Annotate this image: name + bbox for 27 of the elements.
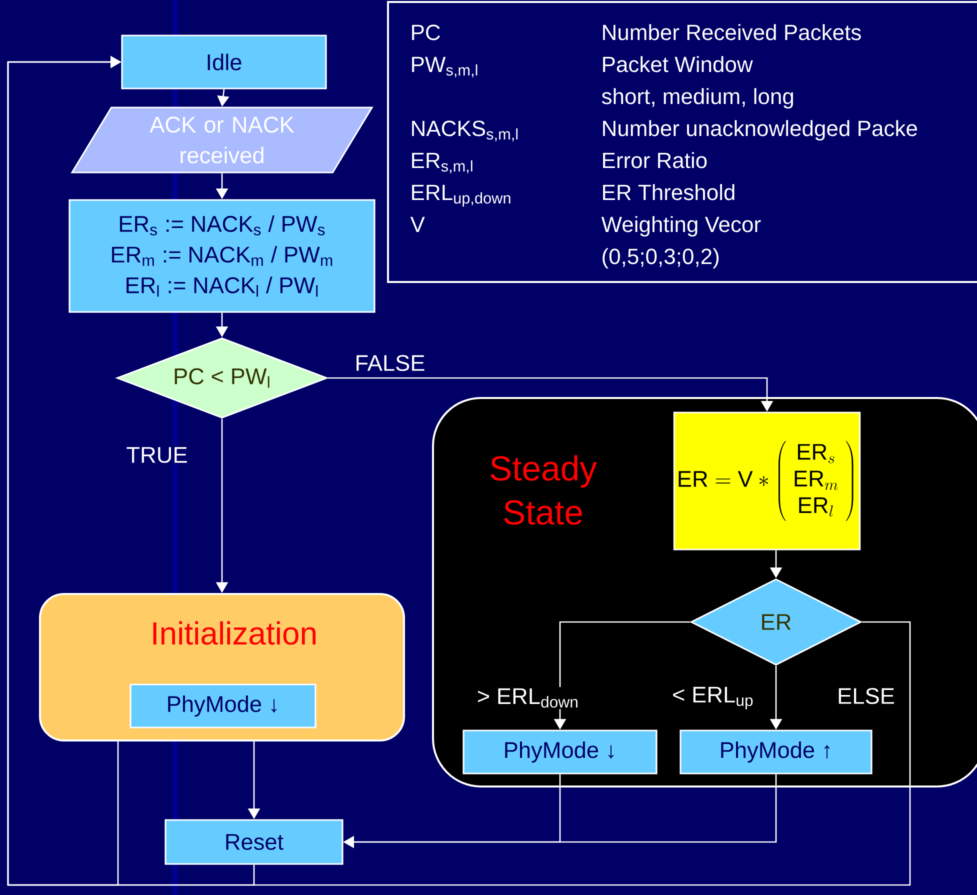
glossary-definition: Error Ratio <box>603 152 707 168</box>
glossary-term: PW$_{s,m,l}$ <box>412 56 478 78</box>
arrow <box>7 56 255 886</box>
glossary-term: PC <box>412 24 440 40</box>
edge-label: > ERL$_{down}$ <box>476 687 580 709</box>
formula-box: ER$_{s}$ := NACK$_{s}$ / PW$_{s}$ ER$_{m}$ := NACK$_{m}$ / PW$_{m}$ ER$_{l}$ := NACK$_{l}$ / PW$_{l}$ <box>68 199 376 313</box>
process-box: Reset <box>164 819 344 865</box>
glossary-term: ERL$_{up,down}$ <box>412 184 510 207</box>
process-box: PhyMode ↓ <box>130 684 316 728</box>
glossary-definition: short, medium, long <box>602 88 794 109</box>
glossary-term: V <box>410 216 425 232</box>
edge-label: FALSE <box>353 354 427 372</box>
process-box: PhyMode ↑ <box>680 730 872 774</box>
edge-label: TRUE <box>124 446 190 464</box>
glossary-term: NACKS$_{s,m,l}$ <box>412 120 518 142</box>
glossary-definition: (0,5;0,3;0,2) <box>602 248 719 269</box>
glossary-definition: ER Threshold <box>603 184 734 200</box>
glossary-term: ER$_{s,m,l}$ <box>412 152 472 174</box>
edge-label: < ERL$_{up}$ <box>670 686 756 711</box>
process-box: PhyMode ↓ <box>462 730 658 774</box>
edge-label: ELSE <box>836 686 896 706</box>
glossary-definition: Number unacknowledged Packe <box>603 120 917 141</box>
formula-box: $\mathrm{ER}=\mathrm{V}*\left(\begin{array}{c}\mathrm{ER}_{s}\\\mathrm{ER}_{m}\\\mathrm{ER}_{l}\end{array}\right)$ <box>673 412 861 550</box>
glossary-definition: Number Received Packets <box>603 24 861 40</box>
glossary-definition: Weighting Vecor <box>601 216 761 237</box>
glossary-definition: Packet Window <box>603 56 753 72</box>
process-box: Idle <box>121 34 327 90</box>
